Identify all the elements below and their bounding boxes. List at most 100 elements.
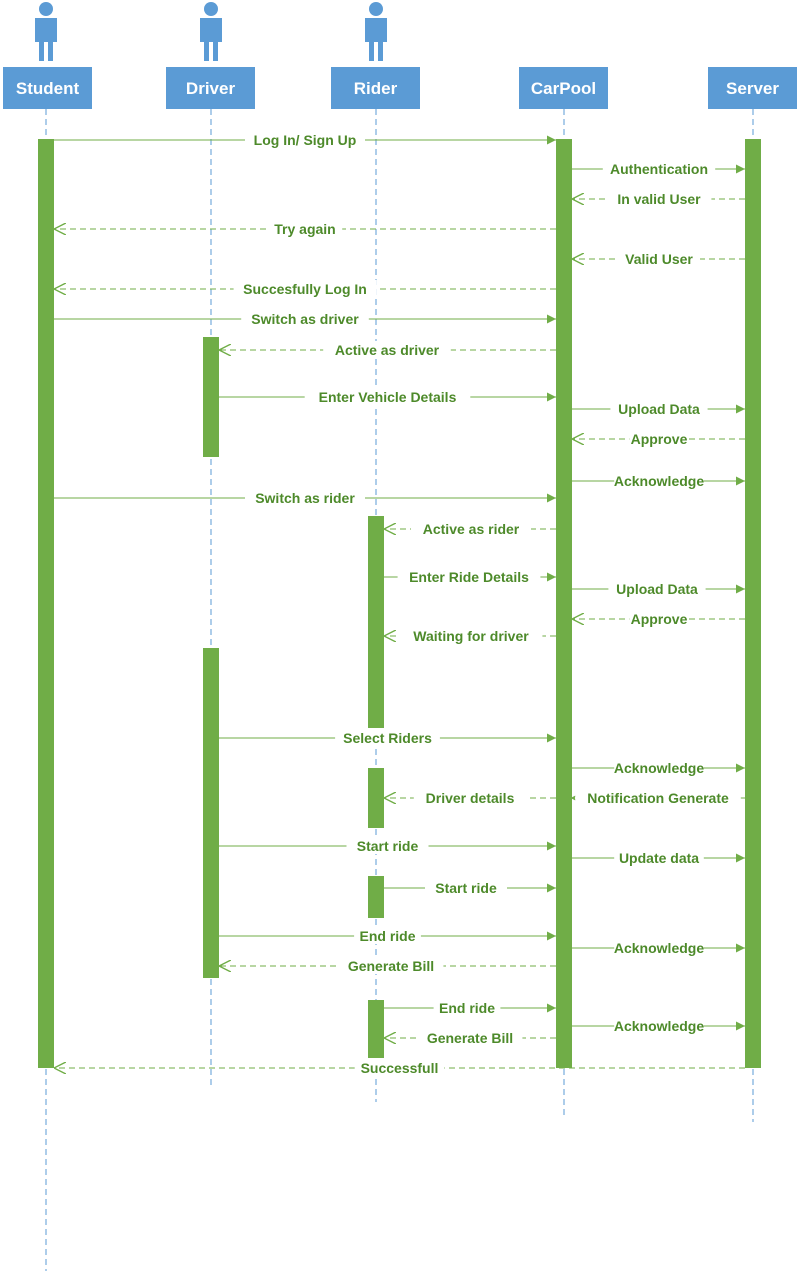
- message-28: Generate Bill: [219, 957, 556, 974]
- student-box: [3, 67, 92, 109]
- message-3: In valid User: [572, 190, 745, 207]
- actor-server: Server: [708, 67, 797, 109]
- message-21: Notification Generate: [572, 789, 745, 806]
- message-label-bg: [338, 957, 444, 974]
- server-label: Server: [726, 79, 779, 98]
- person-icon: [365, 2, 387, 61]
- message-27: Acknowledge: [572, 939, 745, 956]
- message-30: Generate Bill: [384, 1029, 556, 1046]
- message-label: Approve: [631, 431, 688, 447]
- message-label-bg: [629, 610, 689, 627]
- message-label: Start ride: [435, 880, 497, 896]
- carpool-activation-bar: [556, 139, 572, 1068]
- message-4: Try again: [54, 220, 556, 237]
- message-20: Acknowledge: [572, 759, 745, 776]
- message-8: Active as driver: [219, 341, 556, 358]
- message-25: Start ride: [384, 879, 556, 896]
- message-12: Acknowledge: [572, 472, 745, 489]
- message-13: Switch as rider: [54, 489, 556, 506]
- actor-driver: Driver: [166, 2, 255, 109]
- message-label: Waiting for driver: [413, 628, 529, 644]
- message-label: Start ride: [357, 838, 419, 854]
- message-label-bg: [346, 837, 429, 854]
- message-label-bg: [411, 520, 531, 537]
- server-box: [708, 67, 797, 109]
- message-label: Succesfully Log In: [243, 281, 367, 297]
- message-19: Select Riders: [219, 729, 556, 746]
- person-icon: [200, 2, 222, 61]
- carpool-label: CarPool: [531, 79, 596, 98]
- rider-activation-bar: [368, 1000, 384, 1058]
- message-label-bg: [399, 627, 543, 644]
- message-label: Driver details: [426, 790, 515, 806]
- message-label-bg: [354, 927, 421, 944]
- message-label-bg: [245, 131, 365, 148]
- message-label-bg: [614, 472, 704, 489]
- message-label: Upload Data: [616, 581, 698, 597]
- person-icon: [35, 2, 57, 61]
- message-label: Active as driver: [335, 342, 440, 358]
- message-label-bg: [304, 388, 471, 405]
- actor-rider: Rider: [331, 2, 420, 109]
- message-label-bg: [608, 580, 706, 597]
- message-label-bg: [610, 400, 708, 417]
- carpool-box: [519, 67, 608, 109]
- message-label-bg: [614, 759, 704, 776]
- message-label: Acknowledge: [614, 940, 704, 956]
- message-label: Update data: [619, 850, 699, 866]
- message-6: Succesfully Log In: [54, 280, 556, 297]
- message-label-bg: [614, 1017, 704, 1034]
- message-32: Successfull: [54, 1059, 745, 1076]
- message-label-bg: [241, 310, 369, 327]
- message-label: Generate Bill: [348, 958, 434, 974]
- message-label-bg: [433, 999, 501, 1016]
- message-label: Upload Data: [618, 401, 700, 417]
- student-label: Student: [16, 79, 80, 98]
- message-label: Active as rider: [423, 521, 520, 537]
- message-24: Update data: [572, 849, 745, 866]
- message-9: Enter Vehicle Details: [219, 388, 556, 405]
- message-label: End ride: [439, 1000, 495, 1016]
- message-22: Driver details: [384, 789, 556, 806]
- message-29: End ride: [384, 999, 556, 1016]
- message-label: Enter Vehicle Details: [319, 389, 457, 405]
- message-label: Acknowledge: [614, 473, 704, 489]
- message-label-bg: [335, 729, 440, 746]
- message-2: Authentication: [572, 160, 745, 177]
- message-label-bg: [354, 1059, 445, 1076]
- message-label-bg: [245, 489, 365, 506]
- message-31: Acknowledge: [572, 1017, 745, 1034]
- message-17: Approve: [572, 610, 745, 627]
- actor-student: Student: [3, 2, 92, 109]
- message-label-bg: [323, 341, 451, 358]
- message-label: Select Riders: [343, 730, 432, 746]
- message-label: Switch as driver: [251, 311, 359, 327]
- message-label-bg: [267, 220, 343, 237]
- message-label-bg: [606, 190, 712, 207]
- message-label: Valid User: [625, 251, 693, 267]
- actor-carpool: CarPool: [519, 67, 608, 109]
- message-label-bg: [614, 849, 704, 866]
- driver-activation-bar: [203, 648, 219, 978]
- message-label-bg: [233, 280, 377, 297]
- message-label-bg: [397, 568, 541, 585]
- message-label: Approve: [631, 611, 688, 627]
- message-label: Notification Generate: [587, 790, 729, 806]
- message-label: Successfull: [361, 1060, 439, 1076]
- driver-label: Driver: [186, 79, 236, 98]
- message-label: Try again: [274, 221, 335, 237]
- message-11: Approve: [572, 430, 745, 447]
- message-label-bg: [413, 789, 527, 806]
- message-10: Upload Data: [572, 400, 745, 417]
- student-activation-bar: [38, 139, 54, 1068]
- message-label-bg: [614, 939, 704, 956]
- message-label-bg: [629, 430, 689, 447]
- rider-box: [331, 67, 420, 109]
- message-label-bg: [575, 789, 741, 806]
- server-activation-bar: [745, 139, 761, 1068]
- message-label: Authentication: [610, 161, 708, 177]
- driver-box: [166, 67, 255, 109]
- message-label-bg: [618, 250, 700, 267]
- rider-activation-bar: [368, 516, 384, 728]
- message-7: Switch as driver: [54, 310, 556, 327]
